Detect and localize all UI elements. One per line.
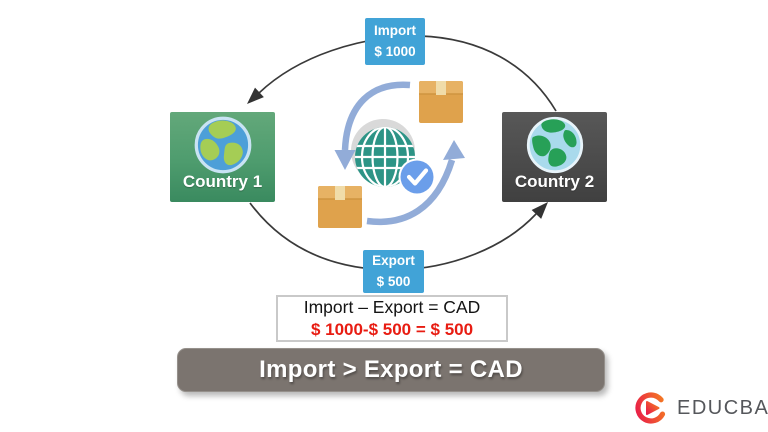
- educba-play-ring-icon: [635, 392, 667, 424]
- export-amount-badge: Export $ 500: [363, 250, 424, 293]
- package-box-icon: [318, 186, 362, 228]
- country-1-label: Country 1: [182, 172, 263, 191]
- export-amount: $ 500: [376, 273, 411, 289]
- country-1-tile: Country 1: [170, 112, 275, 202]
- trade-cycle-illustration: [318, 81, 465, 228]
- educba-logo-text: EDUCBA: [677, 396, 768, 419]
- circular-arrow-right-icon: [366, 140, 465, 226]
- globe-earth-icon: [526, 116, 583, 174]
- check-circle-icon: [398, 158, 436, 196]
- country-2-tile: Country 2: [502, 112, 607, 202]
- formula-box: Import – Export = CAD $ 1000-$ 500 = $ 5…: [276, 295, 508, 342]
- conclusion-banner: Import > Export = CAD: [177, 348, 605, 392]
- import-label: Import: [374, 22, 416, 38]
- import-amount-badge: Import $ 1000: [365, 18, 425, 65]
- export-label: Export: [372, 252, 415, 268]
- formula-calculation: $ 1000-$ 500 = $ 500: [310, 319, 474, 339]
- import-amount: $ 1000: [374, 43, 416, 59]
- formula-equation: Import – Export = CAD: [303, 296, 481, 317]
- globe-earth-icon: [194, 116, 251, 174]
- country-2-label: Country 2: [514, 172, 595, 191]
- arrowhead-icon: [531, 202, 548, 219]
- educba-logo: EDUCBA: [632, 389, 768, 427]
- conclusion-text: Import > Export = CAD: [259, 356, 523, 383]
- arrowhead-icon: [247, 87, 264, 104]
- circular-arrow-left-icon: [334, 81, 411, 170]
- package-box-icon: [419, 81, 463, 123]
